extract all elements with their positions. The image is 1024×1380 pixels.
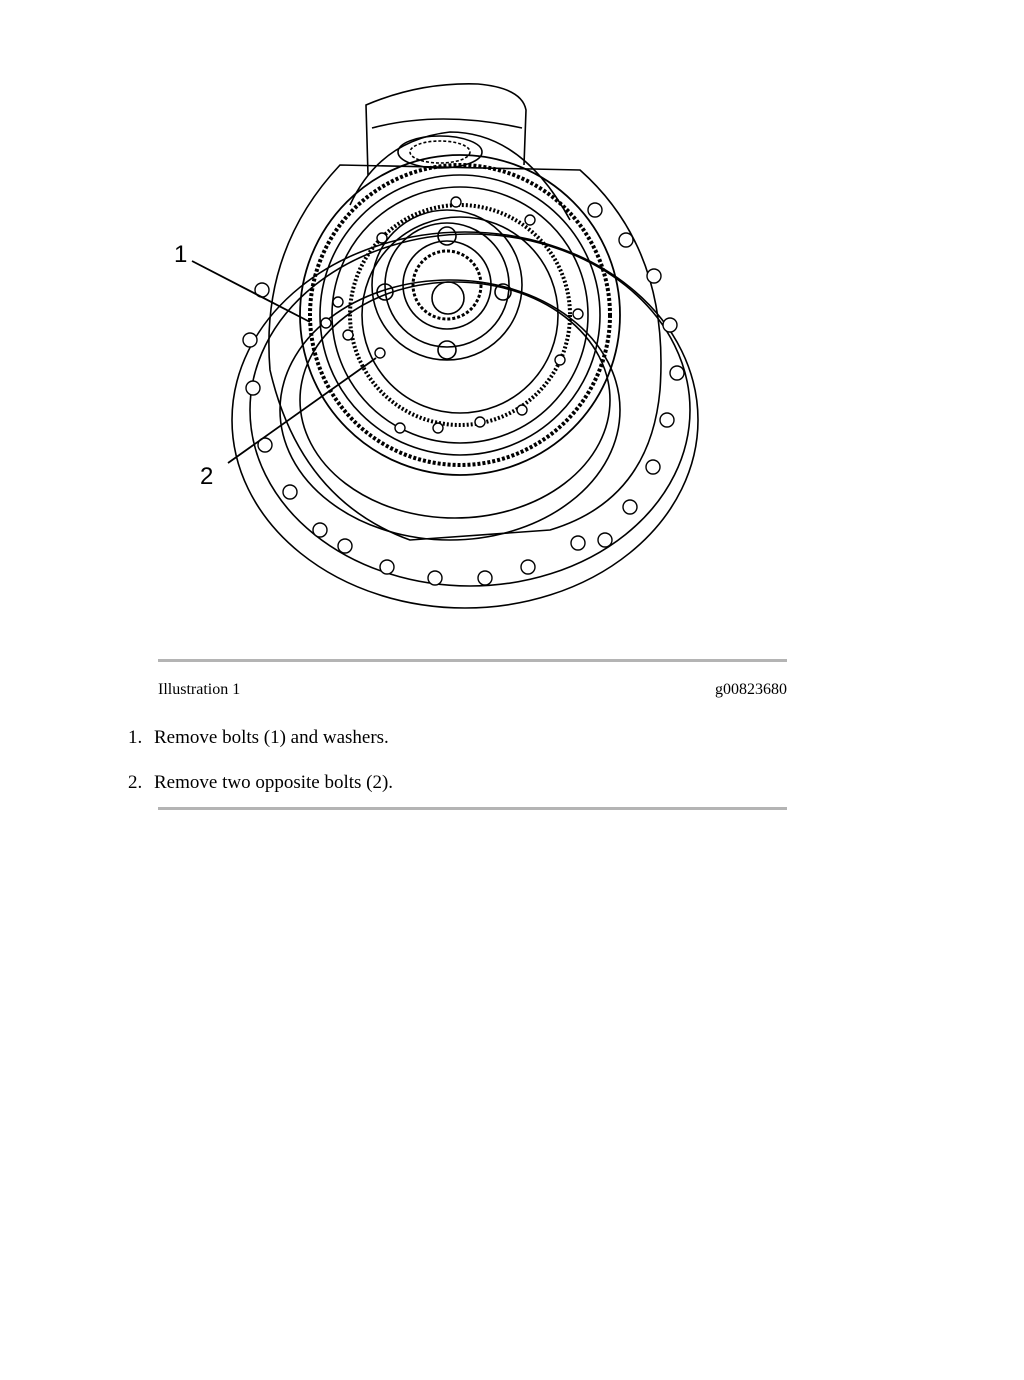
callout-2-leader [227,357,377,464]
outer-flange [231,231,699,609]
carrier-plate [371,209,523,361]
ring-gear-outer [299,154,621,476]
step-text: Remove bolts (1) and washers. [154,727,389,748]
graphic-id: g00823680 [715,681,787,698]
ring-bolts [320,196,584,434]
step-number: 1. [128,727,143,748]
final-drive-illustration: 1 2 [150,70,770,630]
callout-1-label: 1 [174,241,187,268]
callout-1-leader [191,260,311,323]
housing-body [268,164,662,541]
final-drive-drawing [231,83,699,609]
top-housing [365,83,527,176]
callout-leaders [191,260,377,464]
step-text: Remove two opposite bolts (2). [154,772,394,793]
step-item: 2. Remove two opposite bolts (2). [128,772,393,794]
bottom-divider [158,807,787,810]
step-item: 1. Remove bolts (1) and washers. [128,727,389,749]
callout-2-label: 2 [200,463,213,490]
spline-hub [411,249,483,321]
flange-bolt-holes [242,202,685,586]
illustration-caption: Illustration 1 [158,681,241,698]
top-divider [158,659,787,662]
step-number: 2. [128,772,143,793]
